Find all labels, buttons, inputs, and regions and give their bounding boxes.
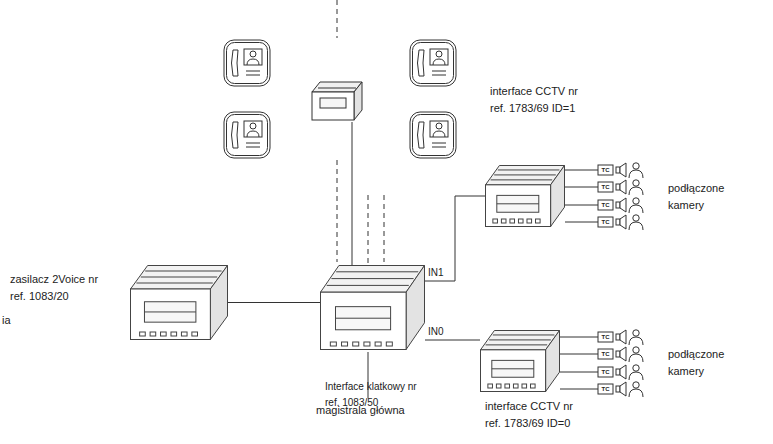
bus-dashed bbox=[368, 195, 369, 264]
camera-set bbox=[560, 382, 643, 397]
bus-label: magistrala główna bbox=[316, 402, 426, 419]
camera-note: podłączone kamery bbox=[668, 180, 738, 214]
monitor-icon bbox=[410, 112, 456, 158]
din-module bbox=[320, 265, 425, 350]
camera-set bbox=[565, 180, 643, 195]
device-module: interface CCTV nr ref. 1783/69 ID=0 bbox=[480, 330, 560, 392]
monitor-icon bbox=[224, 40, 270, 86]
connector-line bbox=[425, 196, 485, 281]
camera-tag: TC bbox=[598, 200, 613, 210]
camera-set bbox=[565, 198, 643, 213]
camera-tag: TC bbox=[598, 367, 613, 377]
cut-text: ia bbox=[2, 312, 32, 329]
device-label: zasilacz 2Voice nr ref. 1083/20 bbox=[10, 271, 100, 305]
camera-tag: TC bbox=[598, 384, 613, 394]
connector-line bbox=[228, 302, 320, 303]
device-module: interface CCTV nr ref. 1783/69 ID=1 bbox=[485, 165, 565, 227]
bus-dashed bbox=[337, 0, 338, 38]
camera-tag: TC bbox=[598, 165, 613, 175]
camera-set bbox=[560, 330, 643, 345]
connector-line bbox=[425, 340, 480, 341]
camera-set bbox=[565, 163, 643, 178]
camera-set bbox=[565, 215, 643, 230]
din-module bbox=[130, 265, 228, 340]
input-label: IN0 bbox=[427, 326, 445, 338]
camera-note: podłączone kamery bbox=[668, 346, 738, 380]
bus-dashed bbox=[337, 160, 338, 262]
device-label: interface CCTV nr ref. 1783/69 ID=0 bbox=[485, 398, 577, 432]
input-label: IN1 bbox=[427, 267, 445, 279]
device-label: interface CCTV nr ref. 1783/69 ID=1 bbox=[490, 83, 582, 117]
camera-set bbox=[560, 347, 643, 362]
camera-set bbox=[560, 365, 643, 380]
din-module bbox=[480, 330, 560, 392]
device-module: Interface klatkowy nr ref. 1083/50 bbox=[320, 265, 425, 350]
device-module: zasilacz 2Voice nr ref. 1083/20 bbox=[130, 265, 228, 340]
bus-line bbox=[352, 122, 353, 266]
monitor-icon bbox=[224, 112, 270, 158]
monitor-icon bbox=[410, 40, 456, 86]
camera-tag: TC bbox=[598, 217, 613, 227]
distributor bbox=[312, 82, 362, 120]
camera-tag: TC bbox=[598, 182, 613, 192]
din-module bbox=[485, 165, 565, 227]
bus-dashed bbox=[384, 195, 385, 262]
camera-tag: TC bbox=[598, 332, 613, 342]
camera-tag: TC bbox=[598, 349, 613, 359]
